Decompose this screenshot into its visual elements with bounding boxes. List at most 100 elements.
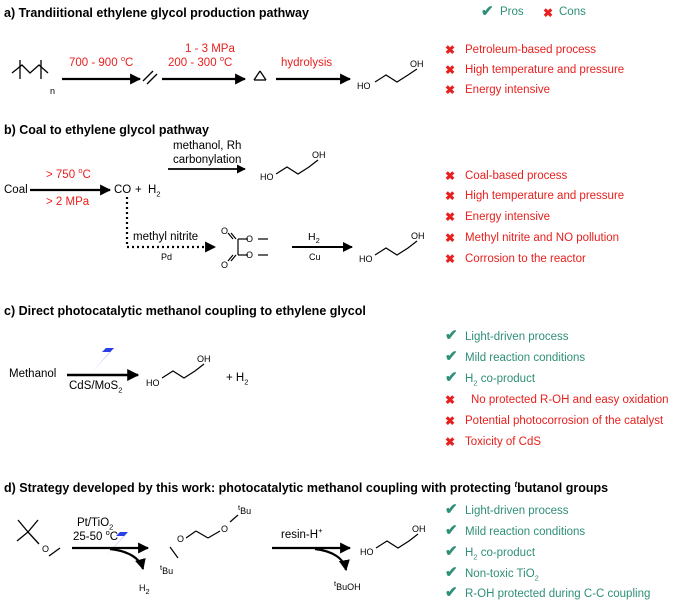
a-product-oh: OH [410, 59, 424, 69]
b-upper-condition-2: carbonylation [173, 154, 242, 166]
cross-icon: ✖ [445, 231, 456, 245]
d-tbu-right: tBu [238, 503, 252, 516]
ethylene-oxide-structure [253, 70, 267, 81]
d-tbu-left: tBu [160, 563, 174, 576]
b-co: CO [114, 184, 132, 196]
b-lower-catalyst: Pd [161, 252, 173, 262]
cross-icon: ✖ [445, 210, 456, 224]
a-product-ho: HO [357, 81, 371, 91]
tert-butyl-methyl-ether-structure [16, 519, 61, 557]
cross-icon: ✖ [445, 63, 456, 77]
d-pro-2: Mild reaction conditions [465, 526, 586, 538]
d-ether-o-right: O [221, 524, 229, 534]
b-lower-condition: methyl nitrite [133, 231, 199, 243]
dimethyl-oxalate-structure [227, 232, 268, 262]
d-pro-3: H2 co-product [465, 547, 536, 562]
c-con-3: Toxicity of CdS [465, 436, 542, 448]
ethylene-glycol-d [375, 533, 419, 549]
check-icon: ✔ [481, 3, 494, 20]
cross-icon: ✖ [445, 252, 456, 266]
a-step3-condition: hydrolysis [281, 57, 333, 69]
cross-icon: ✖ [445, 435, 456, 449]
b-h2: H2 [148, 184, 161, 199]
b-con-3: Energy intensive [465, 211, 551, 223]
legend-cons-label: Cons [559, 6, 586, 18]
c-pro-1: Light-driven process [465, 331, 569, 343]
cross-icon: ✖ [445, 189, 456, 203]
ethylene-glycol-b-upper [275, 159, 319, 175]
b-reactant-coal: Coal [4, 184, 28, 196]
check-icon: ✔ [445, 501, 458, 518]
cross-icon: ✖ [445, 169, 456, 183]
cross-icon: ✖ [445, 414, 456, 428]
oxalate-carbonyl-o-top: O [221, 226, 229, 236]
protected-glycol-structure [169, 514, 239, 559]
cross-icon: ✖ [543, 6, 554, 20]
d-reactant-o: O [42, 544, 50, 554]
a-step2-pressure: 1 - 3 MPa [185, 43, 235, 55]
b-upper-condition-1: methanol, Rh [173, 140, 242, 152]
d-pro-1: Light-driven process [465, 505, 569, 517]
ethylene-glycol-b-lower [374, 240, 418, 256]
d-reagent: resin-H+ [281, 526, 323, 541]
ethylene-structure [142, 70, 158, 85]
d-temperature: 25-50 oC [73, 528, 119, 543]
c-catalyst: CdS/MoS2 [69, 380, 123, 395]
c-plus-h2: + H2 [226, 372, 249, 387]
check-icon: ✔ [445, 543, 458, 560]
b-lower-product-ho: HO [359, 254, 373, 264]
check-icon: ✔ [445, 584, 458, 601]
c-pro-3: H2 co-product [465, 373, 536, 388]
ethylene-glycol-a [374, 68, 418, 83]
panel-a-title: a) Trandiitional ethylene glycol product… [4, 6, 309, 20]
legend-pros-label: Pros [500, 6, 524, 18]
cross-icon: ✖ [445, 83, 456, 97]
b-temp-condition: > 750 oC [46, 166, 91, 181]
c-reactant-methanol: Methanol [9, 368, 57, 380]
b-upper-product-oh: OH [312, 150, 326, 160]
c-product-ho: HO [146, 378, 160, 388]
polyethylene-structure [11, 60, 49, 79]
a-con-3: Energy intensive [465, 84, 551, 96]
panel-b-title: b) Coal to ethylene glycol pathway [4, 123, 209, 137]
check-icon: ✔ [445, 369, 458, 386]
d-byproduct-tbuoh: tBuOH [334, 579, 361, 592]
b-lower-product-oh: OH [411, 231, 425, 241]
d-pro-5: R-OH protected during C-C coupling [465, 588, 651, 600]
polymer-subscript-n: n [50, 86, 56, 96]
arrow-d1-byproduct-branch [109, 547, 146, 571]
check-icon: ✔ [445, 327, 458, 344]
d-product-oh: OH [412, 524, 426, 534]
c-con-1: No protected R-OH and easy oxidation [471, 394, 669, 406]
cross-icon: ✖ [445, 393, 456, 407]
c-product-oh: OH [197, 354, 211, 364]
d-byproduct-h2: H2 [139, 583, 150, 596]
lightning-bolt-d [106, 516, 136, 556]
oxalate-o-bottom: O [246, 250, 254, 260]
ethylene-glycol-c [161, 363, 205, 379]
b-con-4: Methyl nitrite and NO pollution [465, 232, 620, 244]
panel-c-title: c) Direct photocatalytic methanol coupli… [4, 304, 366, 318]
a-step1-condition: 700 - 900 oC [69, 54, 134, 69]
b-con-5: Corrosion to the reactor [465, 253, 586, 265]
b-h2-reagent: H2 [308, 231, 320, 246]
d-product-ho: HO [360, 547, 374, 557]
cross-icon: ✖ [445, 43, 456, 57]
a-con-2: High temperature and pressure [465, 64, 625, 76]
b-plus: + [135, 184, 142, 196]
b-cu-catalyst: Cu [309, 252, 321, 262]
panel-d-title: d) Strategy developed by this work: phot… [4, 479, 609, 495]
d-pro-4: Non-toxic TiO2 [465, 568, 539, 583]
d-catalyst: Pt/TiO2 [77, 517, 114, 532]
d-ether-o-left: O [177, 534, 185, 544]
oxalate-o-top: O [246, 234, 254, 244]
oxalate-carbonyl-o-bottom: O [221, 260, 229, 270]
check-icon: ✔ [445, 522, 458, 539]
a-step2-temperature: 200 - 300 oC [168, 54, 233, 69]
a-con-1: Petroleum-based process [465, 44, 597, 56]
c-con-2: Potential photocorrosion of the catalyst [465, 415, 664, 427]
b-con-2: High temperature and pressure [465, 190, 625, 202]
check-icon: ✔ [445, 348, 458, 365]
